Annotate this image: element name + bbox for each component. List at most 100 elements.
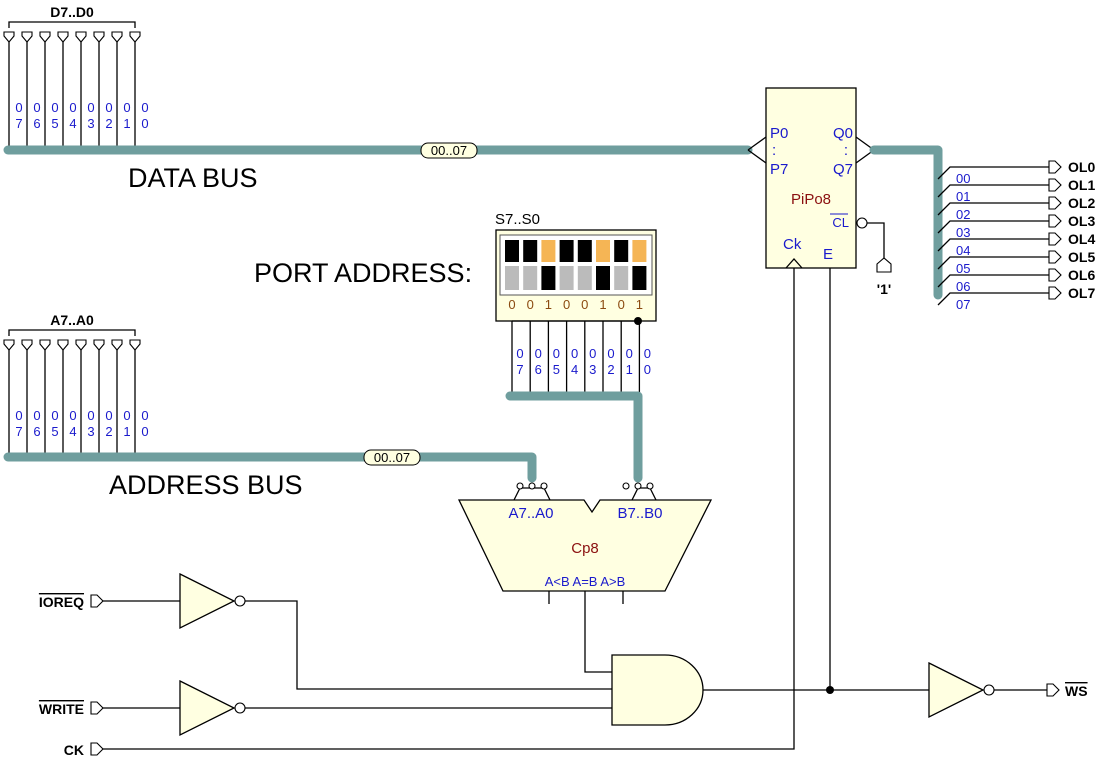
- clear-tie-wire: [867, 222, 885, 264]
- output-pin-ol0[interactable]: [1048, 160, 1062, 174]
- dip-switch-slot-1: [523, 266, 538, 290]
- output-label-ol2: OL2: [1068, 195, 1095, 211]
- dip-switch-value-4: 0: [581, 297, 588, 312]
- ioreq-to-and-wire: [245, 600, 612, 690]
- register-p0-label: P0: [770, 125, 788, 142]
- register-q7-label: Q7: [833, 161, 853, 178]
- output-pin-ol3[interactable]: [1048, 214, 1062, 228]
- register-q0-label: Q0: [833, 125, 853, 142]
- dip-switch-slot-0: [505, 266, 519, 290]
- address-bus-pin-07[interactable]: [3, 339, 15, 351]
- address-bus-bracket: [8, 329, 136, 336]
- output-wire-3: [937, 220, 1049, 234]
- output-pin-ol4[interactable]: [1048, 232, 1062, 246]
- data-bus-range-tag: 00..07: [420, 142, 478, 159]
- address-bus-range-tag: 00..07: [363, 449, 421, 466]
- address-bus-pin-02[interactable]: [93, 339, 105, 351]
- dip-switch-lever-2[interactable]: [541, 240, 556, 262]
- output-wire-5: [937, 256, 1049, 270]
- dip-switch-title: S7..S0: [495, 211, 540, 228]
- and-gate[interactable]: [611, 654, 704, 726]
- comparator-cp8[interactable]: A7..A0 B7..B0 Cp8 A<B A=B A>B: [457, 482, 713, 604]
- ioreq-input-pin[interactable]: [90, 594, 104, 608]
- register-q-dots: :: [844, 142, 848, 159]
- data-bus-pin-05[interactable]: [39, 31, 51, 43]
- output-label-ol0: OL0: [1068, 159, 1095, 175]
- data-bus-pin-03[interactable]: [75, 31, 87, 43]
- dip-switch-value-2: 1: [545, 297, 552, 312]
- dip-switch-lever-5[interactable]: [596, 240, 610, 262]
- data-bus-pin-02[interactable]: [93, 31, 105, 43]
- output-pin-ol2[interactable]: [1048, 196, 1062, 210]
- output-pin-ol7[interactable]: [1048, 286, 1062, 300]
- address-bus-pin-04[interactable]: [57, 339, 69, 351]
- output-bit-label-3: 03: [956, 225, 970, 240]
- write-inverter[interactable]: [179, 679, 246, 737]
- address-bus-pin-01[interactable]: [111, 339, 123, 351]
- output-pin-ol5[interactable]: [1048, 250, 1062, 264]
- comparator-outputs-label: A<B A=B A>B: [545, 574, 626, 589]
- output-bus-line: [869, 145, 943, 300]
- address-bus-pin-05[interactable]: [39, 339, 51, 351]
- output-wire-0: [937, 166, 1049, 180]
- data-bus-label: DATA BUS: [128, 163, 258, 193]
- register-body[interactable]: [765, 87, 857, 269]
- dip-switch-lever-7[interactable]: [632, 240, 647, 262]
- comparator-input-fans: [513, 487, 657, 501]
- output-pin-ol6[interactable]: [1048, 268, 1062, 282]
- ioreq-label: IOREQ: [39, 594, 84, 610]
- address-bus-pin-06[interactable]: [21, 339, 33, 351]
- ws-output-pin[interactable]: [1046, 683, 1060, 697]
- write-label: WRITE: [39, 701, 84, 717]
- port-address-caption: PORT ADDRESS:: [254, 258, 472, 288]
- register-clock-label: Ck: [783, 236, 802, 253]
- dip-switch-slot-2: [541, 266, 556, 290]
- dip-switch-lever-0[interactable]: [505, 240, 519, 262]
- data-bus-title: D7..D0: [50, 4, 94, 20]
- data-bus-pin-06[interactable]: [21, 31, 33, 43]
- dip-switch-slot-7: [632, 266, 647, 290]
- ws-inverter[interactable]: [928, 661, 995, 719]
- data-bus-pin-04[interactable]: [57, 31, 69, 43]
- dip-switch-lever-1[interactable]: [523, 240, 538, 262]
- output-pin-ol1[interactable]: [1048, 178, 1062, 192]
- output-bit-label-5: 05: [956, 261, 970, 276]
- address-bus-line: [3, 452, 537, 483]
- output-label-ol7: OL7: [1068, 285, 1095, 301]
- dip-switch-slot-4: [577, 266, 592, 290]
- write-input-pin[interactable]: [90, 701, 104, 715]
- data-bus-pin-01[interactable]: [111, 31, 123, 43]
- address-bus-pin-00[interactable]: [129, 339, 141, 351]
- dip-switch-slot-5: [596, 266, 610, 290]
- register-pipo8[interactable]: P0 : P7 Q0 : Q7 PiPo8 CL Ck E: [747, 87, 876, 269]
- dip-switch-value-6: 0: [618, 297, 625, 312]
- ck-input-pin[interactable]: [90, 742, 104, 756]
- dip-switch-lever-4[interactable]: [577, 240, 592, 262]
- output-bit-label-6: 06: [956, 279, 970, 294]
- output-label-ol6: OL6: [1068, 267, 1095, 283]
- data-bus-pin-07[interactable]: [3, 31, 15, 43]
- output-bit-label-1: 01: [956, 189, 970, 204]
- output-wire-7: [937, 292, 1049, 306]
- ioreq-inverter[interactable]: [179, 572, 246, 630]
- address-bus-pin-03[interactable]: [75, 339, 87, 351]
- output-wire-4: [937, 238, 1049, 252]
- dip-switch-lever-6[interactable]: [614, 240, 629, 262]
- comparator-output-pins: [548, 591, 624, 604]
- dip-switch-lever-3[interactable]: [559, 240, 574, 262]
- register-p7-label: P7: [770, 161, 788, 178]
- data-bus-pin-00[interactable]: [129, 31, 141, 43]
